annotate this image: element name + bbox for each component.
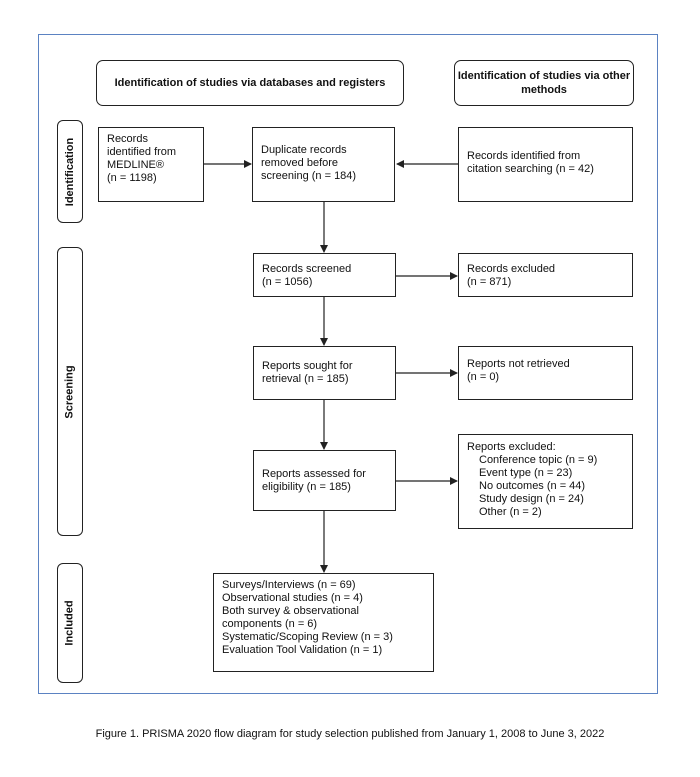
text-line: Duplicate records <box>261 144 347 156</box>
phase-screening: Screening <box>57 247 83 536</box>
text-line: (n = 1056) <box>262 276 313 288</box>
reports-sought-box: Reports sought for retrieval (n = 185) <box>253 346 396 400</box>
text-line: Both survey & observational <box>222 605 359 617</box>
diagram-frame <box>38 34 658 694</box>
studies-included-box: Surveys/Interviews (n = 69) Observationa… <box>213 573 434 672</box>
reports-not-retrieved-box: Reports not retrieved (n = 0) <box>458 346 633 400</box>
text-line: Observational studies (n = 4) <box>222 592 363 604</box>
text-line: Systematic/Scoping Review (n = 3) <box>222 631 393 643</box>
header-other-methods: Identification of studies via other meth… <box>454 60 634 106</box>
phase-identification: Identification <box>57 120 83 223</box>
text-line: Records excluded <box>467 263 556 275</box>
exclusion-reason: No outcomes (n = 44) <box>479 480 586 492</box>
records-identified-box: Records identified from MEDLINE® (n = 11… <box>98 127 204 202</box>
text-line: Reports assessed for <box>262 468 366 480</box>
text-line: components (n = 6) <box>222 618 318 630</box>
text-line: Evaluation Tool Validation (n = 1) <box>222 644 383 656</box>
header-databases-text: Identification of studies via databases … <box>114 77 386 89</box>
figure-caption: Figure 1. PRISMA 2020 flow diagram for s… <box>95 728 605 740</box>
header-other-text: Identification of studies via other meth… <box>457 70 631 96</box>
text-line: Records <box>107 133 148 145</box>
text-line: retrieval (n = 185) <box>262 373 349 385</box>
duplicates-removed-box: Duplicate records removed before screeni… <box>252 127 395 202</box>
text-line: (n = 1198) <box>107 172 157 184</box>
text-line: Surveys/Interviews (n = 69) <box>222 579 356 591</box>
text-line: identified from <box>107 146 177 158</box>
text-line: MEDLINE® <box>107 159 165 171</box>
records-excluded-box: Records excluded (n = 871) <box>458 253 633 297</box>
text-line: screening (n = 184) <box>261 170 357 182</box>
header-databases: Identification of studies via databases … <box>96 60 404 106</box>
reports-assessed-box: Reports assessed for eligibility (n = 18… <box>253 450 396 511</box>
text-line: Reports excluded: <box>467 441 556 453</box>
text-line: (n = 871) <box>467 276 512 288</box>
exclusion-reason: Study design (n = 24) <box>479 493 584 505</box>
reports-excluded-box: Reports excluded: Conference topic (n = … <box>458 434 633 529</box>
exclusion-reason: Conference topic (n = 9) <box>479 454 598 466</box>
text-line: citation searching (n = 42) <box>467 163 594 175</box>
records-screened-box: Records screened (n = 1056) <box>253 253 396 297</box>
text-line: (n = 0) <box>467 371 500 383</box>
text-line: Reports sought for <box>262 360 353 372</box>
text-line: eligibility (n = 185) <box>262 481 351 493</box>
exclusion-reason: Other (n = 2) <box>479 506 542 518</box>
exclusion-reason: Event type (n = 23) <box>479 467 573 479</box>
text-line: Records screened <box>262 263 352 275</box>
text-line: Records identified from <box>467 150 581 162</box>
citation-searching-box: Records identified from citation searchi… <box>458 127 633 202</box>
phase-included: Included <box>57 563 83 683</box>
text-line: removed before <box>261 157 339 169</box>
text-line: Reports not retrieved <box>467 358 570 370</box>
